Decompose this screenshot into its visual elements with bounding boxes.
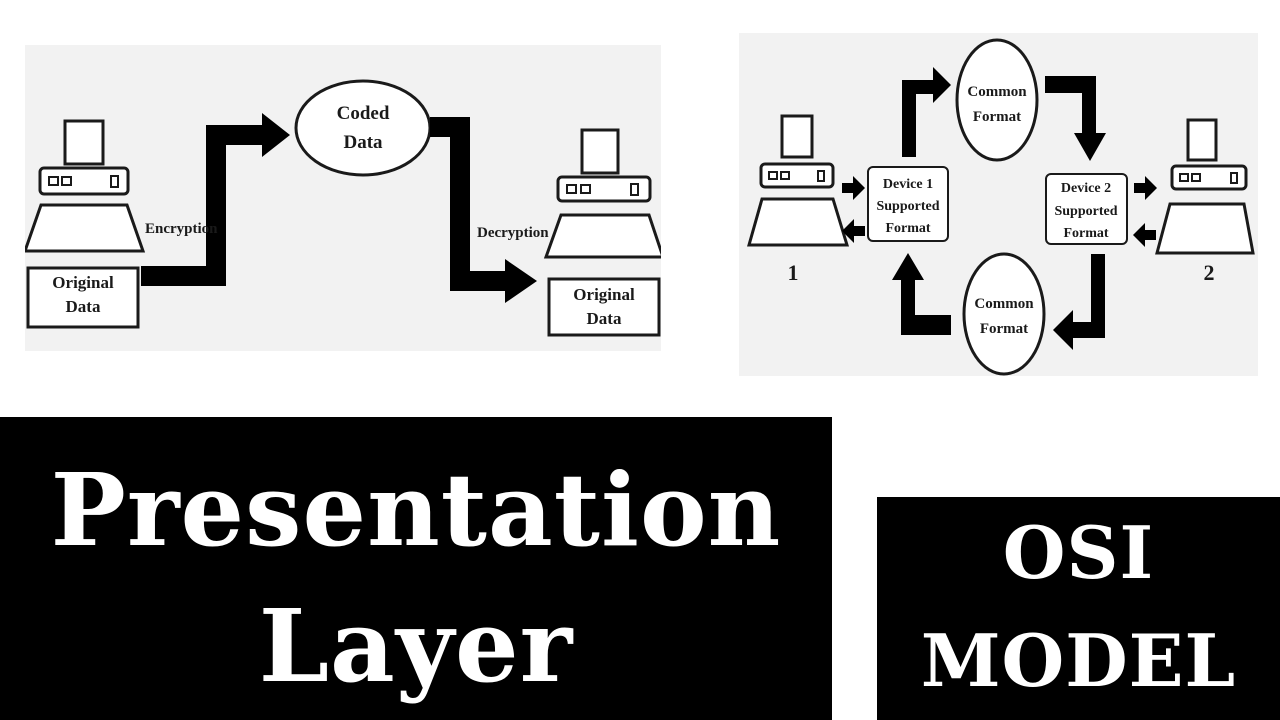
device-2-format-box	[1045, 173, 1128, 245]
common-format-bottom-ellipse	[962, 252, 1046, 376]
device-1-line-3: Format	[885, 221, 930, 236]
common-format-bottom-line-1: Common	[974, 296, 1034, 312]
coded-data-line-2: Data	[343, 132, 383, 153]
sender-computer-icon	[22, 119, 146, 253]
device-1-format-box	[867, 166, 949, 242]
receiver-original-data-box	[547, 277, 661, 337]
device-1-line-2: Supported	[876, 199, 939, 214]
computer-1-icon	[747, 114, 850, 247]
computer-2-label: 2	[1204, 260, 1215, 285]
receiver-box-line-1: Original	[573, 285, 635, 304]
title-line-2: Layer	[258, 587, 574, 705]
computer-1-label: 1	[788, 260, 799, 285]
sender-original-data-box	[26, 266, 140, 329]
common-format-top-ellipse	[955, 38, 1039, 162]
receiver-box-line-2: Data	[587, 309, 622, 328]
arrow-device2-to-common-format-bottom	[1053, 254, 1105, 350]
common-format-diagram: 1 Device 1 Supported Format Common Forma…	[739, 33, 1258, 376]
encryption-arrow	[141, 113, 290, 286]
arrow-computer1-to-device1	[842, 176, 865, 200]
badge-line-1: OSI	[1002, 510, 1155, 595]
coded-data-line-1: Coded	[337, 103, 390, 124]
osi-model-badge: OSI MODEL	[877, 497, 1280, 720]
common-format-diagram-canvas: 1 Device 1 Supported Format Common Forma…	[747, 38, 1255, 376]
arrow-common-format-bottom-to-device1	[892, 253, 951, 335]
arrow-device1-to-common-format-top	[902, 67, 951, 157]
title-line-1: Presentation	[50, 451, 782, 569]
sender-box-line-1: Original	[52, 273, 114, 292]
decryption-arrow	[430, 117, 537, 303]
device-2-line-2: Supported	[1054, 204, 1117, 219]
encryption-label: Encryption	[145, 221, 218, 237]
device-2-line-1: Device 2	[1061, 181, 1111, 196]
decryption-label: Decryption	[477, 225, 549, 241]
sender-box-line-2: Data	[66, 297, 101, 316]
device-1-line-1: Device 1	[883, 177, 933, 192]
coded-data-ellipse	[294, 79, 432, 177]
device-2-line-3: Format	[1063, 226, 1108, 241]
encryption-diagram-canvas: Original Data Encryption Coded Data Decr…	[22, 79, 666, 337]
badge-line-2: MODEL	[920, 618, 1237, 703]
common-format-top-line-2: Format	[973, 109, 1021, 125]
arrow-device1-to-computer1	[842, 219, 865, 243]
title-banner: Presentation Layer	[0, 417, 832, 720]
receiver-computer-icon	[543, 128, 666, 259]
arrow-device2-to-computer2	[1134, 176, 1157, 200]
arrow-common-format-top-to-device2	[1045, 76, 1106, 161]
common-format-top-line-1: Common	[967, 84, 1027, 100]
arrow-computer2-to-device2	[1133, 223, 1156, 247]
computer-2-icon	[1155, 118, 1255, 255]
encryption-diagram: Original Data Encryption Coded Data Decr…	[22, 45, 666, 351]
common-format-bottom-line-2: Format	[980, 321, 1028, 337]
